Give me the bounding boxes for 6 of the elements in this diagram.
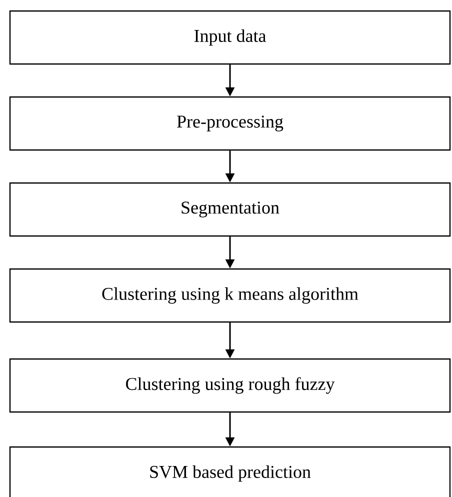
process-box: Clustering using k means algorithm (9, 268, 451, 323)
process-box: SVM based prediction (9, 446, 451, 497)
process-box: Pre-processing (9, 96, 451, 151)
process-box: Segmentation (9, 182, 451, 237)
process-box: Input data (9, 10, 451, 65)
process-box: Clustering using rough fuzzy (9, 358, 451, 413)
